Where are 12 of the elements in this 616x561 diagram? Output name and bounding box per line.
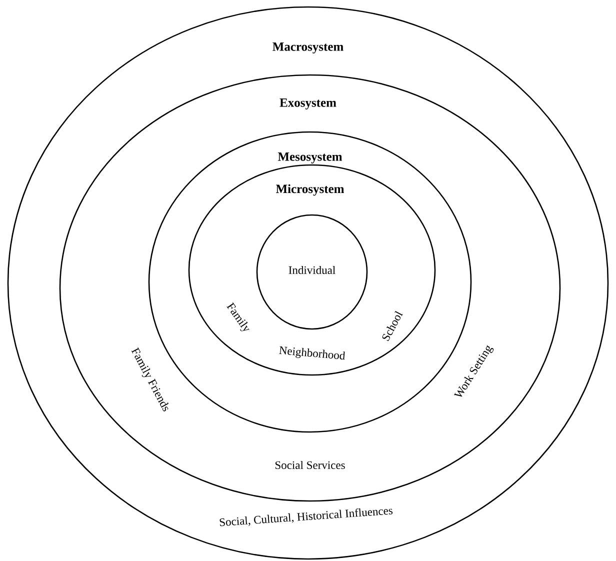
- ring-ellipse: [188, 164, 436, 376]
- label: Neighborhood: [279, 346, 345, 360]
- heading: Macrosystem: [272, 42, 344, 54]
- heading: Mesosystem: [278, 152, 342, 164]
- label: Social Services: [275, 460, 345, 470]
- heading: Microsystem: [276, 184, 344, 196]
- label: Social, Cultural, Historical Influences: [220, 508, 393, 526]
- label: Individual: [288, 266, 336, 274]
- heading: Exosystem: [280, 98, 336, 110]
- ring-ellipse: [7, 6, 609, 560]
- ring-ellipse: [59, 74, 561, 502]
- ring-ellipse: [256, 214, 368, 330]
